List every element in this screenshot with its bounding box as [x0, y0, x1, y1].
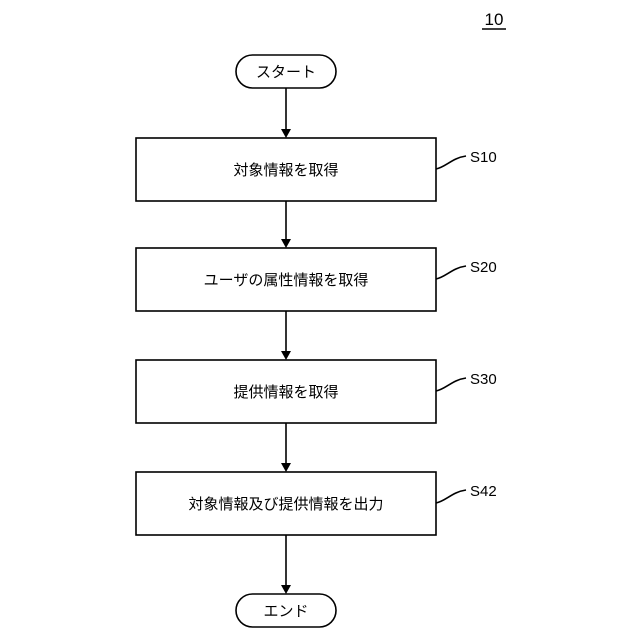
- leader-line-s20: [436, 266, 466, 279]
- arrow-s30-to-s42: [281, 423, 291, 472]
- end-label: エンド: [263, 602, 308, 620]
- process-text-s10: 対象情報を取得: [233, 161, 338, 179]
- step-label-s30: S30: [470, 371, 497, 388]
- step-label-s42: S42: [470, 483, 497, 500]
- figure-number: 10: [485, 10, 504, 29]
- process-step-s10: 対象情報を取得 S10: [136, 138, 497, 201]
- step-label-s20: S20: [470, 259, 497, 276]
- process-text-s20: ユーザの属性情報を取得: [204, 271, 369, 289]
- step-label-s10: S10: [470, 149, 497, 166]
- leader-line-s42: [436, 490, 466, 503]
- arrow-s42-to-end: [281, 535, 291, 594]
- process-text-s30: 提供情報を取得: [233, 383, 338, 401]
- arrow-s20-to-s30: [281, 311, 291, 360]
- arrow-start-to-s10: [281, 88, 291, 138]
- process-step-s20: ユーザの属性情報を取得 S20: [136, 248, 497, 311]
- start-label: スタート: [256, 63, 316, 81]
- start-terminal: スタート: [236, 55, 336, 88]
- process-step-s30: 提供情報を取得 S30: [136, 360, 497, 423]
- process-text-s42: 対象情報及び提供情報を出力: [188, 495, 383, 513]
- process-step-s42: 対象情報及び提供情報を出力 S42: [136, 472, 497, 535]
- end-terminal: エンド: [236, 594, 336, 627]
- leader-line-s30: [436, 378, 466, 391]
- leader-line-s10: [436, 156, 466, 169]
- arrow-s10-to-s20: [281, 201, 291, 248]
